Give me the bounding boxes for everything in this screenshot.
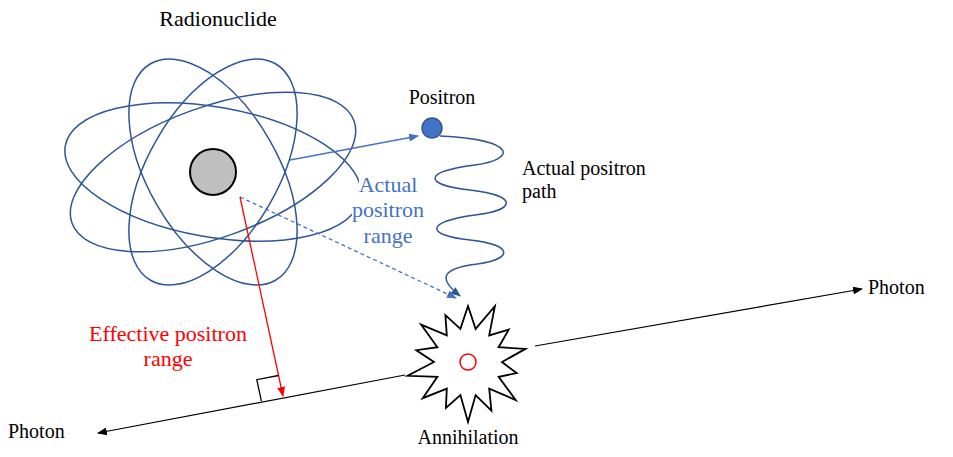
label-text: Actual positron path [522,157,646,202]
annihilation-star [408,306,526,422]
photon-label: Photon [8,420,88,443]
event-label: Annihilation [398,426,538,449]
range-label: Actual positron range [344,172,432,248]
photon-line [98,375,405,433]
effective-range-arrow [240,197,283,396]
label-text: Photon [8,420,65,442]
emission-arrow [290,136,418,160]
path-label: Actual positron path [522,157,650,203]
label-text: Annihilation [417,426,518,448]
label-text: Radionuclide [159,6,276,31]
label-text: Effective positron range [89,321,247,371]
positron-particle [422,118,442,138]
electron-orbits [50,31,376,313]
particle-label: Positron [387,86,497,109]
positron-path [435,136,506,296]
label-text: Positron [409,86,476,108]
photon-label: Photon [868,276,948,299]
label-text: Actual positron range [352,172,424,248]
nucleus [190,149,236,195]
label-text: Photon [868,276,925,298]
range-label: Effective positron range [70,321,266,372]
photon-line [535,289,862,346]
atom-label: Radionuclide [128,6,308,31]
right-angle-mark [257,376,279,402]
annihilation-point [460,354,476,370]
